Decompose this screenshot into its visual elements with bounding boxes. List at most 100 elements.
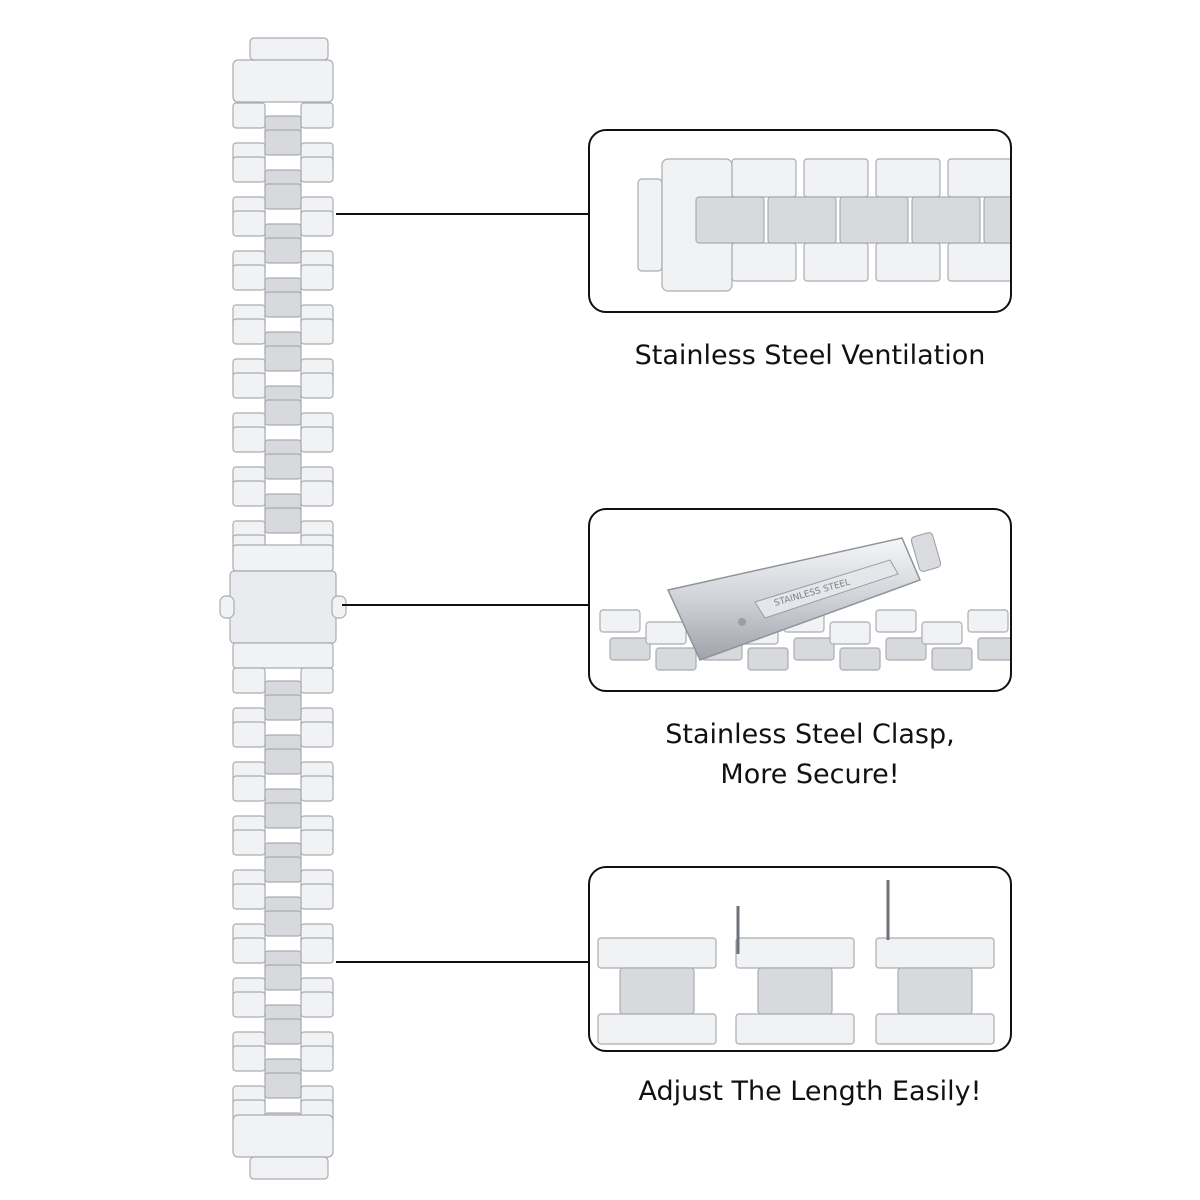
clasp-screw: [738, 618, 746, 626]
strap-link-upper-center: [264, 507, 302, 534]
clasp-hinge: [910, 532, 942, 572]
strap-link-lower-center: [264, 802, 302, 829]
bracelet-link: [875, 609, 917, 633]
link-piece-center: [619, 967, 695, 1015]
link-piece-bottom: [597, 1013, 717, 1045]
outer-link-top: [803, 158, 869, 198]
strap-link-upper-outer-left: [232, 210, 266, 237]
strap-link-upper-center: [264, 453, 302, 480]
strap-link-upper-center: [264, 129, 302, 156]
strap-link-upper-outer-right: [300, 372, 334, 399]
strap-link-upper-outer-right: [300, 426, 334, 453]
strap-link-upper-center: [264, 345, 302, 372]
link-piece-top: [875, 937, 995, 969]
bracelet-link: [931, 647, 973, 671]
strap-link-lower-center: [264, 856, 302, 883]
strap-link-upper-outer-right: [300, 318, 334, 345]
center-link: [695, 196, 765, 244]
strap-clasp-button-right: [331, 595, 347, 619]
bracelet-link: [977, 637, 1010, 661]
strap-end-cap-bottom: [249, 1156, 329, 1180]
strap-link-upper-outer-left: [232, 480, 266, 507]
center-link: [767, 196, 837, 244]
strap-link-upper-outer-right: [300, 480, 334, 507]
clasp-detail-panel: STAINLESS STEEL: [588, 508, 1012, 692]
strap-link-lower-outer-left: [232, 775, 266, 802]
strap-link-lower-outer-right: [300, 775, 334, 802]
strap-link-lower-outer-right: [300, 937, 334, 964]
strap-end-link-bottom: [232, 1114, 334, 1158]
strap-end-link-top: [232, 59, 334, 103]
link-piece-top: [597, 937, 717, 969]
outer-link-top: [947, 158, 1010, 198]
strap-link-upper-outer-left: [232, 318, 266, 345]
strap-link-lower-outer-left: [232, 883, 266, 910]
strap-link-upper-center: [264, 183, 302, 210]
strap-link-lower-outer-left: [232, 1045, 266, 1072]
strap-link-upper-outer-left: [232, 156, 266, 183]
strap-link-upper-outer-right: [300, 264, 334, 291]
center-link: [839, 196, 909, 244]
strap-link-lower-outer-right: [300, 883, 334, 910]
center-link: [911, 196, 981, 244]
bracelet-link: [967, 609, 1009, 633]
link-piece-center: [757, 967, 833, 1015]
leader-line-adjust: [336, 961, 590, 963]
strap-link-upper-center: [264, 399, 302, 426]
strap-link-upper-outer-left: [232, 264, 266, 291]
strap-link-lower-outer-left: [232, 991, 266, 1018]
link-piece-top: [735, 937, 855, 969]
watch-strap-image: [219, 37, 347, 1180]
adjust-caption: Adjust The Length Easily!: [600, 1072, 1020, 1112]
strap-end-cap-top: [249, 37, 329, 61]
outer-link-bottom: [947, 242, 1010, 282]
strap-link-lower-center: [264, 964, 302, 991]
strap-link-upper-outer-left: [232, 426, 266, 453]
bracelet-link: [747, 647, 789, 671]
outer-link-bottom: [803, 242, 869, 282]
bracelet-link: [599, 609, 641, 633]
strap-clasp-cap: [232, 544, 334, 572]
outer-link-top: [875, 158, 941, 198]
strap-clasp-body: [229, 570, 337, 644]
strap-link-lower-outer-right: [300, 991, 334, 1018]
bracelet-link: [655, 647, 697, 671]
bracelet-link: [885, 637, 927, 661]
strap-link-upper-outer-right: [300, 210, 334, 237]
adjust-links-image: [597, 880, 995, 1045]
spring-bar-end: [637, 178, 663, 272]
strap-link-lower-outer-right: [300, 667, 334, 694]
ventilation-caption: Stainless Steel Ventilation: [600, 336, 1020, 376]
bracelet-link: [609, 637, 651, 661]
link-piece-bottom: [875, 1013, 995, 1045]
link-piece-center: [897, 967, 973, 1015]
strap-link-lower-outer-right: [300, 721, 334, 748]
strap-link-lower-outer-left: [232, 721, 266, 748]
caption-line: Adjust The Length Easily!: [638, 1076, 982, 1107]
adjust-detail-panel: [588, 866, 1012, 1052]
ventilation-detail-panel: [588, 129, 1012, 313]
strap-link-lower-center: [264, 910, 302, 937]
strap-link-upper-center: [264, 291, 302, 318]
bracelet-link: [645, 621, 687, 645]
leader-line-clasp: [342, 604, 590, 606]
clasp-closeup-image: STAINLESS STEEL: [599, 532, 1010, 671]
strap-link-upper-outer-right: [300, 102, 334, 129]
caption-line: Stainless Steel Clasp,: [665, 719, 955, 750]
link-piece-bottom: [735, 1013, 855, 1045]
strap-link-lower-center: [264, 694, 302, 721]
strap-clasp-button-left: [219, 595, 235, 619]
bracelet-link: [829, 621, 871, 645]
strap-clasp-base: [232, 642, 334, 669]
strap-link-lower-outer-right: [300, 829, 334, 856]
strap-link-lower-center: [264, 748, 302, 775]
strap-link-lower-center: [264, 1072, 302, 1099]
strap-link-upper-outer-left: [232, 102, 266, 129]
strap-link-lower-center: [264, 1018, 302, 1045]
center-link: [983, 196, 1010, 244]
bracelet-link: [793, 637, 835, 661]
strap-link-upper-outer-right: [300, 156, 334, 183]
strap-link-lower-outer-left: [232, 937, 266, 964]
strap-link-upper-outer-left: [232, 372, 266, 399]
outer-link-bottom: [731, 242, 797, 282]
